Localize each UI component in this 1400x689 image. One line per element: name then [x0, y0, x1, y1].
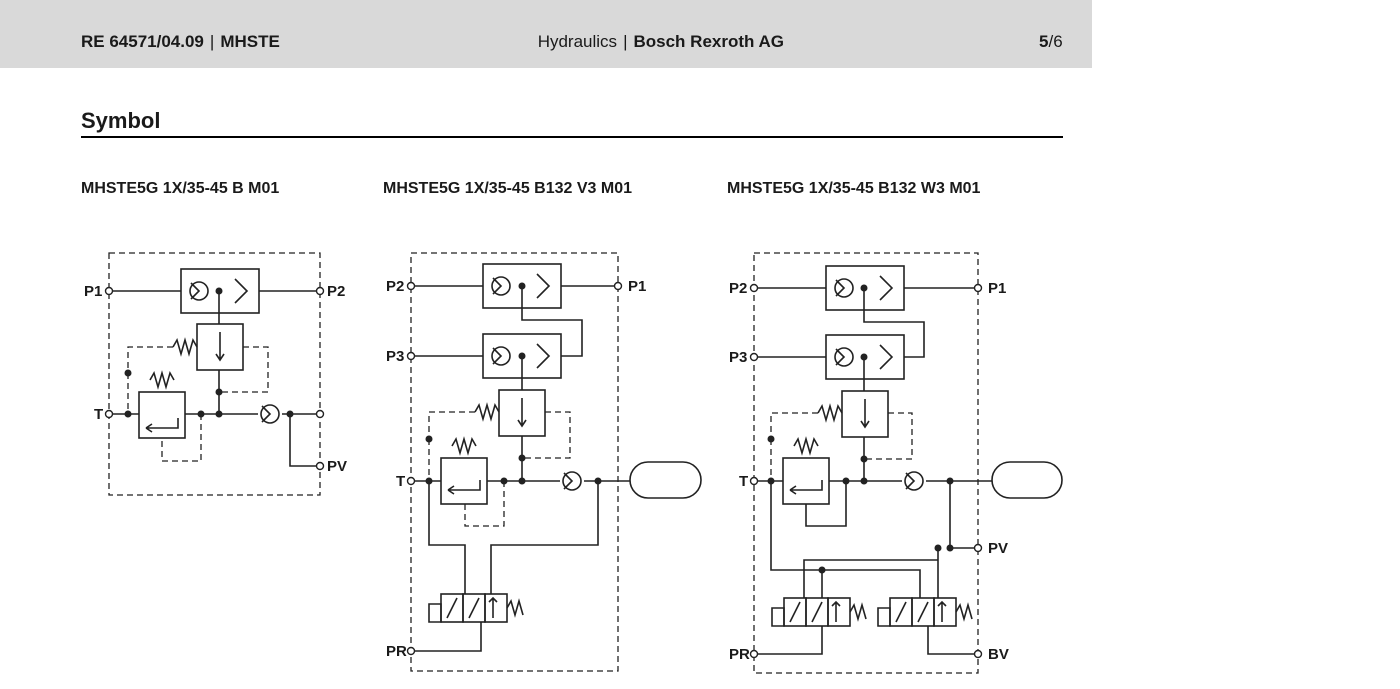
header-left: RE 64571/04.09|MHSTE — [81, 32, 280, 51]
schematic-2-label-p3: P3 — [386, 348, 404, 365]
schematic-2-actuator — [629, 461, 702, 499]
schematic-1-label-t: T — [94, 406, 103, 423]
symbol-title-3: MHSTE5G 1X/35-45 B132 W3 M01 — [727, 180, 981, 197]
schematic-1-boundary — [108, 252, 321, 496]
schematic-3-label-p1: P1 — [988, 280, 1006, 297]
schematic-1: P1 P2 T PV — [84, 252, 347, 496]
schematic-2-solenoid-valve — [428, 593, 524, 623]
page-total: /6 — [1048, 32, 1063, 51]
schematic-3-solenoid-valve-right — [877, 597, 973, 627]
section-title: Symbol — [81, 108, 161, 133]
category: Hydraulics — [537, 32, 618, 51]
schematic-2-port-p2 — [406, 281, 416, 291]
doc-code: RE 64571/04.09 — [81, 32, 204, 51]
schematic-2: P2 P1 P3 T PR — [386, 252, 702, 672]
schematic-2-label-p2: P2 — [386, 278, 404, 295]
symbol-title-1: MHSTE5G 1X/35-45 B M01 — [81, 180, 280, 197]
schematic-3-solenoid-valve-left — [771, 597, 867, 627]
schematic-1-label-p1: P1 — [84, 283, 102, 300]
schematic-1-port-p1 — [104, 286, 114, 296]
header-right: Hydraulics|Bosch Rexroth AG — [537, 32, 784, 51]
schematic-2-label-t: T — [396, 473, 405, 490]
symbol-title-2: MHSTE5G 1X/35-45 B132 V3 M01 — [383, 180, 633, 197]
schematic-1-label-pv: PV — [327, 458, 347, 475]
schematic-3-label-t: T — [739, 473, 748, 490]
schematic-2-port-p3 — [406, 351, 416, 361]
schematic-1-relief-valve — [138, 391, 186, 439]
schematic-2-boundary — [410, 252, 619, 672]
schematic-2-label-p1: P1 — [628, 278, 646, 295]
schematic-3-boundary — [753, 252, 979, 674]
schematic-3-port-pr — [749, 649, 759, 659]
page-header: RE 64571/04.09|MHSTE Hydraulics|Bosch Re… — [0, 0, 1092, 68]
schematic-3-actuator — [991, 461, 1063, 499]
schematic-3-port-p2 — [749, 283, 759, 293]
schematic-1-label-p2: P2 — [327, 283, 345, 300]
schematic-3-port-t — [749, 476, 759, 486]
schematic-2-port-t — [406, 476, 416, 486]
schematic-3-port-p1 — [973, 283, 983, 293]
product-name: MHSTE — [220, 32, 280, 51]
schematic-2-port-p1 — [613, 281, 623, 291]
schematic-1-port-t — [104, 409, 114, 419]
schematic-1-port-pv — [315, 461, 325, 471]
section-rule — [81, 136, 1063, 138]
company-name: Bosch Rexroth AG — [633, 32, 784, 51]
schematic-3-port-pv — [973, 543, 983, 553]
schematic-3-label-pv: PV — [988, 540, 1008, 557]
schematic-3-label-p2: P2 — [729, 280, 747, 297]
schematic-1-check-valve — [260, 404, 280, 424]
schematic-3-port-bv — [973, 649, 983, 659]
schematic-3-pressure-compensator — [841, 390, 889, 438]
schematic-3: P2 P1 P3 T PV PR BV — [729, 252, 1063, 674]
schematic-1-port-p2 — [315, 286, 325, 296]
schematic-3-label-p3: P3 — [729, 349, 747, 366]
schematic-3-label-bv: BV — [988, 646, 1009, 663]
schematic-3-port-p3 — [749, 352, 759, 362]
page-number: 5/6 — [1039, 32, 1063, 52]
schematic-2-port-pr — [406, 646, 416, 656]
page-current: 5 — [1039, 32, 1049, 51]
schematic-2-label-pr: PR — [386, 643, 407, 660]
schematic-3-label-pr: PR — [729, 646, 750, 663]
